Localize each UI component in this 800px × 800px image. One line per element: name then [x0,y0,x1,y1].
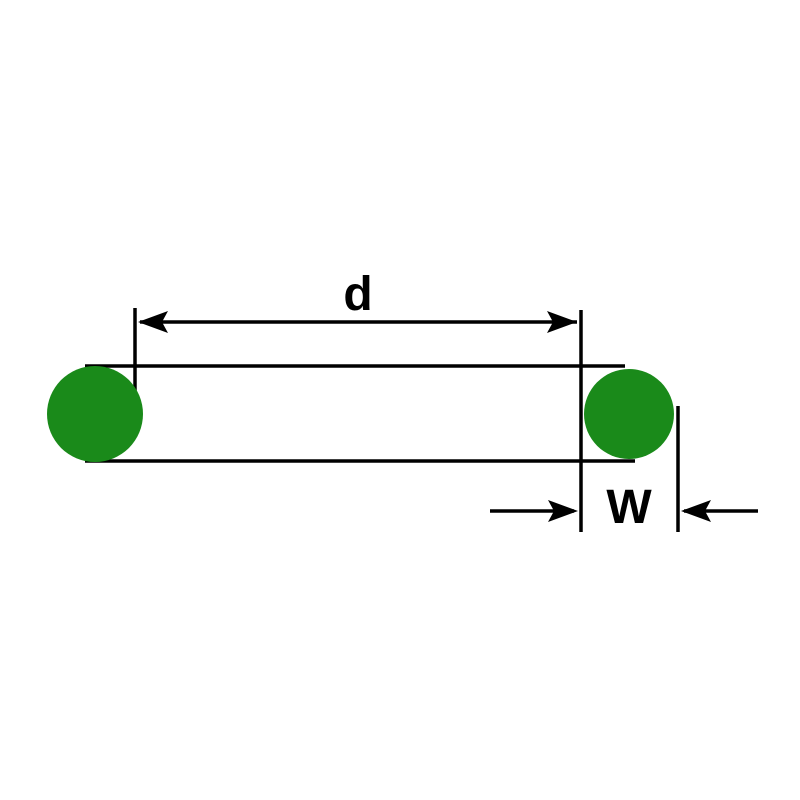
inner-diameter-label: d [343,268,372,321]
oring-cross-section-right [584,369,674,459]
width-arrowhead-right-icon [681,500,711,522]
cross-section-width-label: W [606,481,652,534]
oring-cross-section-left [47,366,143,462]
diameter-arrowhead-left-icon [138,311,168,333]
diameter-arrowhead-right-icon [547,311,577,333]
width-arrowhead-left-icon [548,500,578,522]
